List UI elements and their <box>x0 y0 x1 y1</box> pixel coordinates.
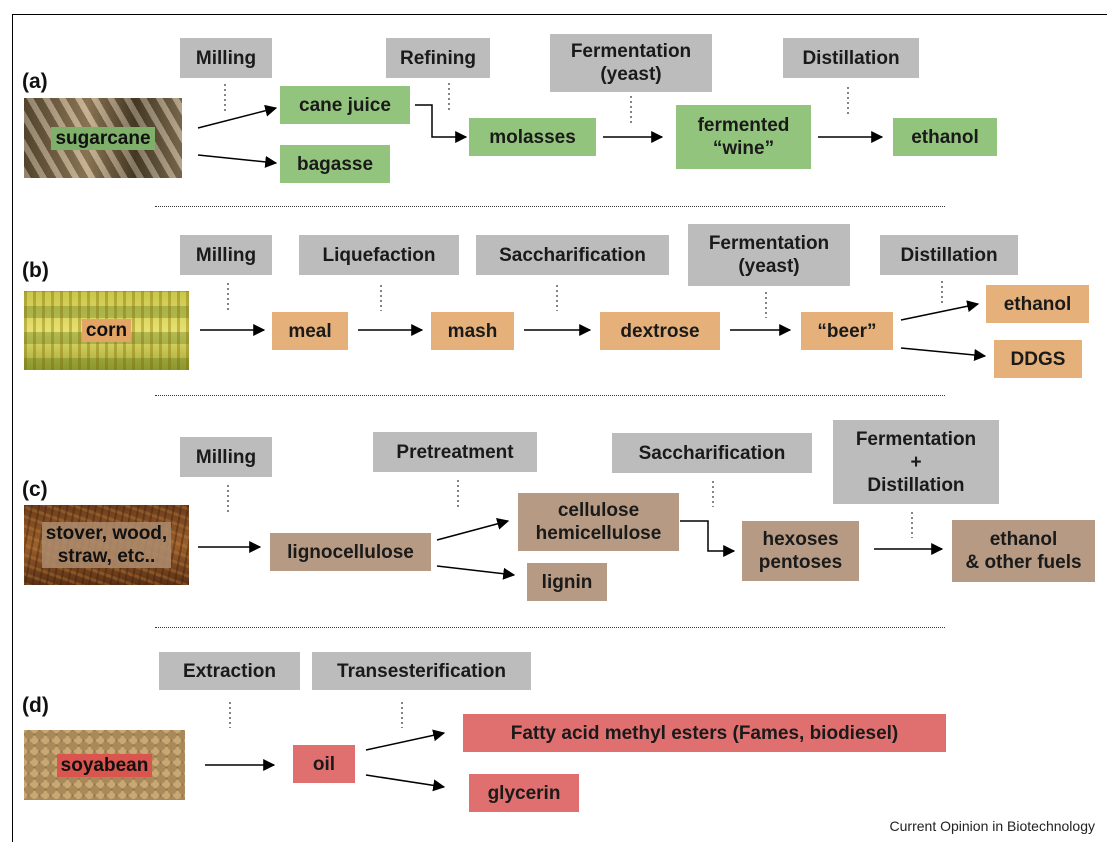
node-ethanol-b: ethanol <box>986 285 1089 323</box>
process-step-milling: Milling <box>180 38 272 78</box>
panel-label-b: (b) <box>22 259 49 282</box>
node-ethanol-a: ethanol <box>893 118 997 156</box>
node-lignocellulose: lignocellulose <box>270 533 431 571</box>
node-beer: “beer” <box>801 312 893 350</box>
figure-frame-left <box>12 14 13 842</box>
soyabean-image: soyabean <box>24 730 185 800</box>
node-ethanol-other-fuels: ethanol & other fuels <box>952 520 1095 582</box>
sugarcane-image: sugarcane <box>24 98 182 178</box>
process-step-milling: Milling <box>180 235 272 275</box>
node-bagasse: bagasse <box>280 145 390 183</box>
arrow-beer-to-ddgs <box>900 347 987 361</box>
arrow-sugarcane-to-bagasse <box>197 154 278 168</box>
process-step-distillation: Distillation <box>880 235 1018 275</box>
arrow-cane-juice-to-molasses <box>415 104 468 143</box>
node-glycerin: glycerin <box>469 774 579 812</box>
panel-label-c: (c) <box>22 478 48 501</box>
process-step-fermentation: Fermentation (yeast) <box>688 224 850 286</box>
node-fermented-wine: fermented “wine” <box>676 105 811 169</box>
process-step-saccharification: Saccharification <box>612 433 812 473</box>
corn-image: corn <box>24 291 189 370</box>
arrow-lignocellulose-to-cellulose <box>436 517 510 541</box>
node-ddgs: DDGS <box>994 340 1082 378</box>
arrow-lignocellulose-to-lignin <box>436 565 516 580</box>
node-fames: Fatty acid methyl esters (Fames, biodies… <box>463 714 946 752</box>
node-molasses: molasses <box>469 118 596 156</box>
node-meal: meal <box>272 312 348 350</box>
process-step-refining: Refining <box>386 38 490 78</box>
panel-separator <box>155 627 945 628</box>
node-oil: oil <box>293 745 355 783</box>
panel-separator <box>155 395 945 396</box>
process-step-transesterification: Transesterification <box>312 652 531 690</box>
process-step-saccharification: Saccharification <box>476 235 669 275</box>
arrow-cellulose-to-hexoses <box>680 520 736 557</box>
arrow-oil-to-fames <box>365 729 446 751</box>
panel-label-d: (d) <box>22 694 49 717</box>
feedstock-label-sugarcane: sugarcane <box>51 126 155 150</box>
node-lignin: lignin <box>527 563 607 601</box>
panel-separator <box>155 206 945 207</box>
node-cane-juice: cane juice <box>280 86 410 124</box>
arrow-beer-to-ethanol <box>900 300 980 321</box>
figure-frame-top <box>12 14 1107 15</box>
figure-credit: Current Opinion in Biotechnology <box>889 818 1095 834</box>
feedstock-label-soyabean: soyabean <box>56 753 153 777</box>
process-step-fermentation: Fermentation (yeast) <box>550 34 712 92</box>
node-mash: mash <box>431 312 514 350</box>
panel-label-a: (a) <box>22 70 48 93</box>
node-hexoses-pentoses: hexoses pentoses <box>742 521 859 581</box>
arrow-oil-to-glycerin <box>365 774 446 792</box>
process-step-liquefaction: Liquefaction <box>299 235 459 275</box>
process-step-milling: Milling <box>180 437 272 477</box>
process-step-extraction: Extraction <box>159 652 300 690</box>
feedstock-label-stover: stover, wood, straw, etc.. <box>41 522 172 568</box>
process-step-distillation: Distillation <box>783 38 919 78</box>
process-step-fermentation-distillation: Fermentation + Distillation <box>833 420 999 504</box>
feedstock-label-corn: corn <box>81 319 132 342</box>
process-step-pretreatment: Pretreatment <box>373 432 537 472</box>
arrow-sugarcane-to-cane-juice <box>197 104 278 129</box>
node-cellulose-hemicellulose: cellulose hemicellulose <box>518 493 679 551</box>
node-dextrose: dextrose <box>600 312 720 350</box>
stover-wood-straw-image: stover, wood, straw, etc.. <box>24 505 189 585</box>
